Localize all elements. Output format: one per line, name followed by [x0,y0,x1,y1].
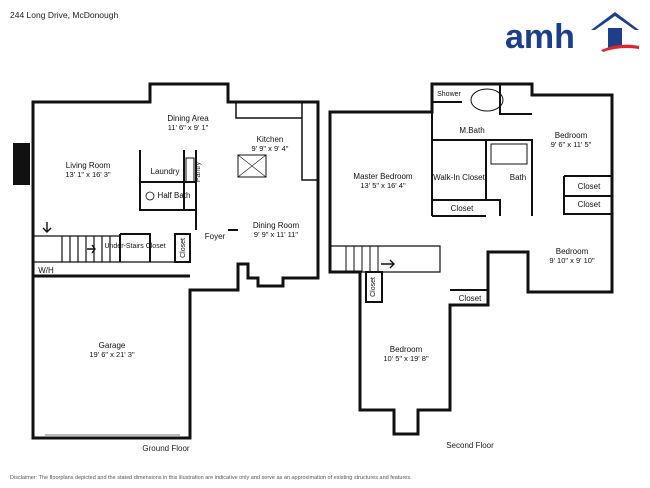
bedroom-s-dims: 10' 5" x 19' 8" [383,354,429,363]
closet-ne2-name: Closet [578,200,601,209]
under-stairs-name: Under-Stairs Closet [104,243,165,250]
second-floor-label: Second Floor [446,441,494,450]
dining-area-name: Dining Area [167,114,209,123]
shower-name: Shower [437,91,461,98]
living-room-dims: 13' 1" x 16' 3" [65,170,111,179]
second-floor-plan [328,82,614,436]
master-bedroom-dims: 13' 5" x 16' 4" [360,181,406,190]
bedroom-e-dims: 9' 10" x 9' 10" [549,256,595,265]
master-bedroom-name: Master Bedroom [353,172,412,181]
garage-dims: 19' 6" x 21' 3" [89,350,135,359]
fireplace-label: Fireplace [16,150,23,179]
dining-area-dims: 11' 6" x 9' 1" [168,123,209,132]
logo-roof-icon [591,12,639,30]
pantry-name: Pantry [195,161,202,182]
mbath-name: M.Bath [459,126,484,135]
property-address: 244 Long Drive, McDonough [10,10,119,20]
kitchen-dims: 9' 9" x 9' 4" [252,144,289,153]
walkin-closet-name: Walk-In Closet [433,173,485,182]
logo-door-icon [608,28,622,48]
bedroom-ne-dims: 9' 6" x 11' 5" [551,140,592,149]
laundry-name: Laundry [151,167,180,176]
logo-text: amh [505,18,575,54]
closet-left-name: Closet [370,277,377,297]
gf-closet-name: Closet [180,238,187,258]
half-bath-name: Half Bath [158,191,191,200]
closet-bottom-name: Closet [459,294,482,303]
closet-ne1-name: Closet [578,182,601,191]
kitchen-name: Kitchen [257,135,284,144]
garage-name: Garage [99,341,126,350]
dining-room-dims: 9' 9" x 11' 11" [254,230,299,239]
closet-mid-name: Closet [451,204,474,213]
ground-floor-label: Ground Floor [142,444,189,453]
dining-room-name: Dining Room [253,221,300,230]
logo-swoosh-icon [601,44,639,52]
bath-name: Bath [510,173,526,182]
ground-floor-plan [13,82,320,440]
disclaimer-text: Disclaimer: The floorplans depicted and … [10,475,412,481]
foyer-name: Foyer [205,232,226,241]
wh-label: W/H [38,266,54,275]
bedroom-ne-name: Bedroom [555,131,588,140]
bedroom-s-name: Bedroom [390,345,423,354]
amh-logo: amh [505,12,639,54]
living-room-name: Living Room [66,161,111,170]
bedroom-e-name: Bedroom [556,247,589,256]
